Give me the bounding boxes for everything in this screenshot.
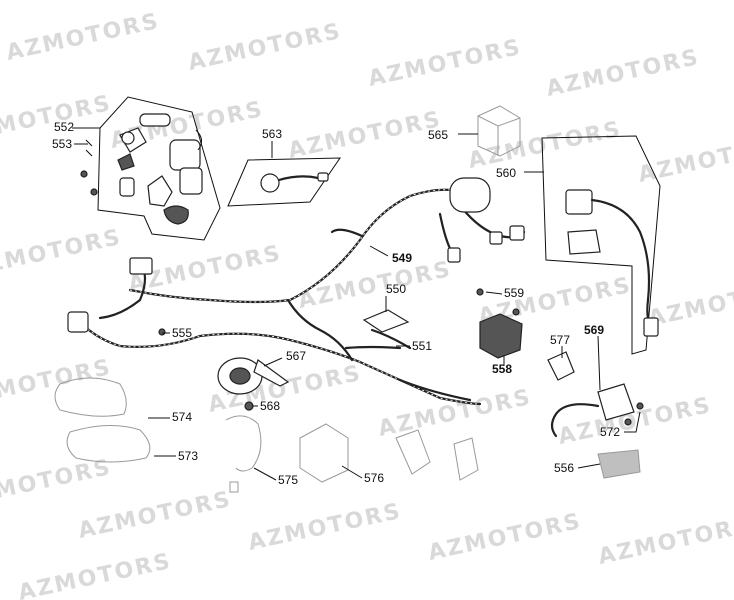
watermark: AZMOTORS [466,117,624,174]
watermark: AZMOTORS [186,19,344,76]
watermark: AZMOTORS [636,131,734,188]
label-569: 569 [584,323,604,337]
label-563: 563 [262,127,282,141]
watermark: AZMOTORS [16,549,174,600]
watermark: AZMOTORS [596,513,734,570]
label-573: 573 [178,449,198,463]
ignition-coil-569 [547,351,644,438]
watermark: AZMOTORS [296,257,454,314]
part-563-box [227,157,341,207]
label-576: 576 [364,471,384,485]
label-553: 553 [52,137,72,151]
label-567: 567 [286,349,306,363]
watermark: AZMOTORS [0,225,124,282]
part-565 [477,105,521,157]
regulator-558 [476,288,523,359]
leader-lines [72,127,641,481]
watermark: AZMOTORS [366,35,524,92]
label-556: 556 [554,461,574,475]
label-577: 577 [550,333,570,347]
label-574: 574 [172,410,192,424]
label-551: 551 [412,339,432,353]
label-550: 550 [386,282,406,296]
watermark: AZMOTORS [426,509,584,566]
starter-relay-box [541,135,661,355]
label-575: 575 [278,473,298,487]
watermark: AZMOTORS [646,275,734,332]
watermark: AZMOTORS [376,385,534,442]
label-558: 558 [492,362,512,376]
label-560: 560 [496,166,516,180]
label-572: 572 [600,425,620,439]
watermark: AZMOTORS [286,107,444,164]
label-555: 555 [172,326,192,340]
label-565: 565 [428,128,448,142]
ignition-switch-kit [80,96,221,241]
horn-567 [217,357,290,411]
watermark: AZMOTORS [0,355,114,412]
part-labels: 552 553 563 565 560 549 550 559 555 551 … [52,120,620,487]
watermark: AZMOTORS [556,393,714,450]
label-552: 552 [54,120,74,134]
part-550 [362,309,410,333]
part-556 [597,449,641,479]
watermark: AZMOTORS [544,45,702,102]
main-wiring-harness [67,177,526,406]
watermark: AZMOTORS [76,487,234,544]
label-549: 549 [392,251,412,265]
label-568: 568 [260,399,280,413]
label-559: 559 [504,286,524,300]
watermark: AZMOTORS [4,9,162,66]
part-551 [344,345,402,350]
watermarks: AZMOTORS AZMOTORS AZMOTORS AZMOTORS AZMO… [0,9,734,600]
watermark: AZMOTORS [0,455,114,512]
watermark: AZMOTORS [246,499,404,556]
